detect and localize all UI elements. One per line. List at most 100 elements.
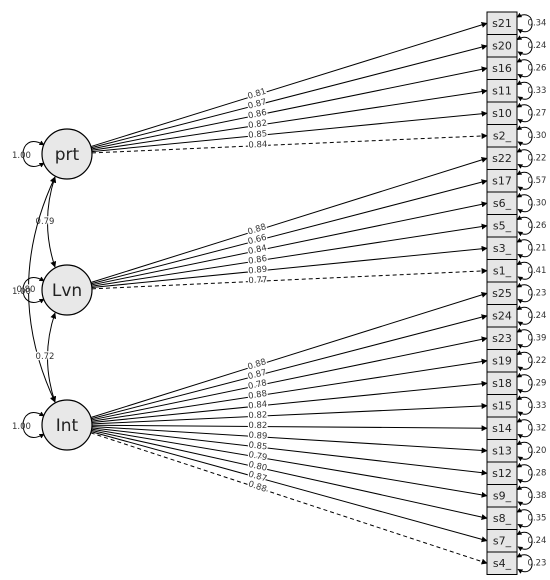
residual-loop-s9_ bbox=[516, 485, 533, 507]
residual-label: 0.23 bbox=[528, 288, 547, 298]
indicator-label: s8_ bbox=[493, 512, 512, 525]
residual-label: 0.30 bbox=[528, 131, 547, 141]
residual-label: 0.27 bbox=[528, 108, 547, 118]
variance-label: 1.00 bbox=[12, 287, 31, 297]
residual-loop-s16 bbox=[516, 57, 533, 79]
residual-loop-s25 bbox=[516, 282, 533, 304]
loading-path-int-s13 bbox=[91, 426, 488, 454]
loading-path-prt-s11 bbox=[91, 88, 488, 151]
loading-path-int-s15 bbox=[91, 403, 488, 425]
indicator-label: s25 bbox=[492, 287, 512, 300]
residual-label: 0.39 bbox=[528, 333, 547, 343]
residual-label: 0.26 bbox=[528, 221, 547, 231]
residual-label: 0.57 bbox=[528, 176, 547, 186]
residual-label: 0.33 bbox=[528, 86, 547, 96]
loading-path-int-s8_ bbox=[91, 429, 488, 521]
loading-path-prt-s10 bbox=[91, 110, 488, 153]
loading-path-lvn-s1_ bbox=[91, 268, 488, 290]
loading-path-prt-s20 bbox=[91, 44, 488, 149]
loading-label: 0.88 bbox=[248, 389, 268, 402]
residual-label: 0.23 bbox=[528, 558, 547, 568]
loading-label: 0.85 bbox=[248, 440, 268, 452]
indicator-label: s4_ bbox=[493, 557, 512, 570]
indicator-label: s2_ bbox=[493, 129, 512, 142]
loading-label: 0.84 bbox=[248, 400, 268, 412]
residual-label: 0.20 bbox=[528, 446, 547, 456]
indicator-label: s11 bbox=[492, 84, 512, 97]
latent-correlations: 0.790.800.72 bbox=[15, 176, 57, 403]
residual-loop-s21 bbox=[516, 12, 533, 34]
indicator-label: s23 bbox=[492, 332, 512, 345]
residual-label: 0.22 bbox=[528, 356, 547, 366]
latent-label: Int bbox=[56, 416, 79, 436]
residual-label: 0.24 bbox=[528, 536, 547, 546]
residual-loop-s5_ bbox=[516, 215, 533, 237]
residual-label: 0.38 bbox=[528, 491, 547, 501]
latent-node-prt bbox=[41, 128, 93, 180]
residual-label: 0.34 bbox=[528, 18, 547, 28]
loading-path-prt-s2_ bbox=[91, 132, 488, 154]
residual-loop-s6_ bbox=[516, 192, 533, 214]
loading-path-int-s19 bbox=[91, 358, 488, 422]
loading-path-int-s12 bbox=[91, 427, 488, 476]
loading-path-int-s25 bbox=[90, 292, 488, 418]
correlation-label: 0.80 bbox=[17, 285, 36, 295]
indicator-label: s13 bbox=[492, 444, 512, 457]
loading-label: 0.84 bbox=[248, 140, 267, 151]
loading-label: 0.77 bbox=[248, 275, 267, 286]
loading-label: 0.85 bbox=[248, 129, 268, 141]
residual-loop-s15 bbox=[516, 395, 533, 417]
variance-label: 1.00 bbox=[12, 422, 31, 432]
latent-node-lvn bbox=[41, 264, 93, 316]
indicator-label: s3_ bbox=[493, 242, 512, 255]
residual-label: 0.30 bbox=[528, 198, 547, 208]
residual-loop-s4_ bbox=[516, 552, 533, 574]
latent-label: prt bbox=[55, 145, 80, 165]
loading-path-prt-s16 bbox=[91, 66, 488, 150]
residual-loop-s17 bbox=[516, 170, 533, 192]
correlation-lvn-int bbox=[47, 312, 57, 403]
residual-loop-s22 bbox=[516, 147, 533, 169]
residual-loop-s24 bbox=[516, 305, 533, 327]
loading-label: 0.82 bbox=[248, 410, 267, 421]
residual-label: 0.24 bbox=[528, 41, 547, 51]
loading-path-lvn-s17 bbox=[91, 179, 488, 285]
loading-label: 0.87 bbox=[247, 97, 268, 111]
loading-path-int-s4_ bbox=[90, 432, 488, 565]
indicator-label: s21 bbox=[492, 17, 512, 30]
correlation-label: 0.72 bbox=[36, 352, 55, 362]
indicator-label: s9_ bbox=[493, 489, 512, 502]
residual-loop-s11 bbox=[516, 80, 533, 102]
variance-loop-int bbox=[22, 411, 45, 439]
indicator-boxes: s21s20s16s11s10s2_s22s17s6_s5_s3_s1_s25s… bbox=[486, 11, 518, 575]
indicator-label: s7_ bbox=[493, 534, 512, 547]
indicator-label: s20 bbox=[492, 39, 512, 52]
indicator-label: s12 bbox=[492, 467, 512, 480]
loading-label: 0.79 bbox=[248, 450, 268, 463]
loading-path-lvn-s3_ bbox=[91, 245, 488, 289]
residual-label: 0.32 bbox=[528, 423, 547, 433]
indicator-label: s14 bbox=[492, 422, 512, 435]
residual-label: 0.24 bbox=[528, 311, 547, 321]
loading-path-int-s18 bbox=[91, 380, 488, 424]
indicator-label: s6_ bbox=[493, 197, 512, 210]
loading-path-int-s14 bbox=[91, 424, 488, 432]
variance-loop-prt bbox=[22, 140, 45, 168]
residual-loop-s3_ bbox=[516, 237, 533, 259]
loading-path-int-s7_ bbox=[90, 431, 488, 543]
residual-loop-s8_ bbox=[516, 507, 533, 529]
residual-label: 0.28 bbox=[528, 468, 547, 478]
indicator-label: s10 bbox=[492, 107, 512, 120]
residual-label: 0.22 bbox=[528, 153, 547, 163]
loading-path-int-s9_ bbox=[91, 428, 488, 498]
indicator-label: s16 bbox=[492, 62, 512, 75]
residual-label: 0.21 bbox=[528, 243, 547, 253]
variance-loop-lvn bbox=[22, 276, 45, 304]
residual-label: 0.26 bbox=[528, 63, 547, 73]
residual-loop-s13 bbox=[516, 440, 533, 462]
indicator-label: s1_ bbox=[493, 264, 512, 277]
residual-loops: 0.34 0.24 0.26 0.33 0.27 0.30 0.22 0.57 0.30 0.26… bbox=[516, 12, 547, 574]
indicator-label: s5_ bbox=[493, 219, 512, 232]
